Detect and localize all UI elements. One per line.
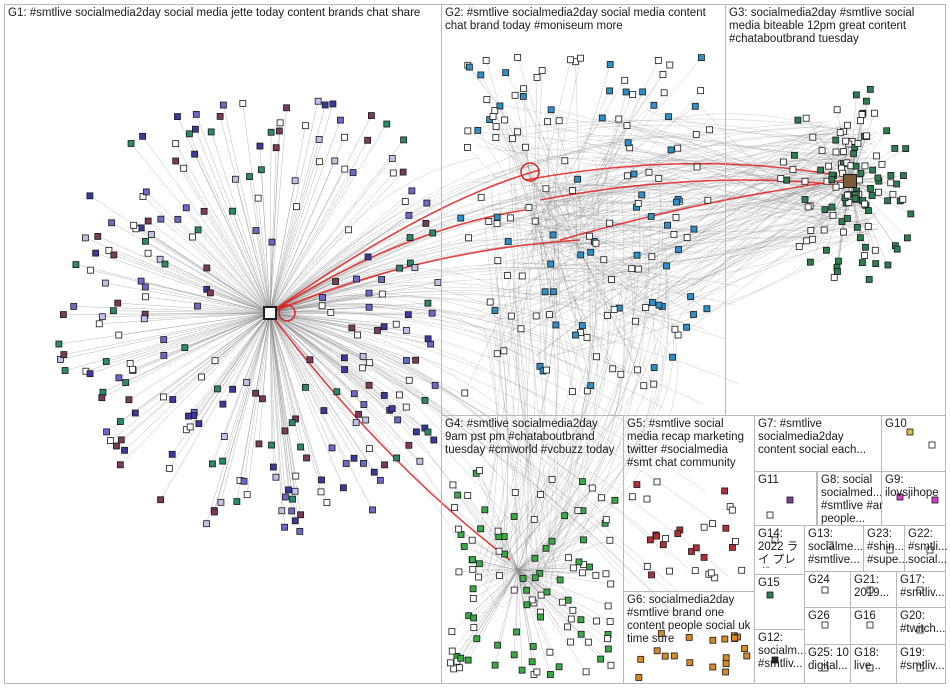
hub-node-socialmedia2day[interactable]	[263, 306, 277, 320]
group-g9: G9: ilovsjihope	[881, 471, 946, 526]
group-g20-label: G20: #twitch...	[900, 610, 947, 642]
group-g21-label: G21: 2019...	[854, 574, 898, 604]
group-g19-label: G19: #smtliv...	[900, 647, 947, 681]
group-g15-label: G15	[758, 577, 780, 590]
group-g14-label: G14: 2022 ライ プレボート...	[758, 528, 806, 568]
group-g23-label: G23: #shin... #supe...	[867, 528, 907, 568]
group-g2: G2: #smtlive socialmedia2day social medi…	[441, 4, 726, 416]
group-g24: G24	[804, 571, 851, 608]
group-g6: G6: socialmedia2day #smtlive brand one c…	[623, 591, 755, 684]
group-g12: G12: socialm... #smtliv...	[754, 629, 805, 684]
group-g5-label: G5: #smtlive social media recap marketin…	[627, 418, 755, 470]
group-g17: G17: #smtliv...	[896, 571, 946, 608]
group-g14: G14: 2022 ライ プレボート...	[754, 525, 805, 575]
group-g8-label: G8: social socialmed... #smtlive #ar peo…	[821, 474, 883, 526]
group-g25: G25: 10 digital...	[804, 644, 851, 684]
group-g4: G4: #smtlive socialmedia2day 9am pst pm …	[441, 415, 624, 684]
group-g26-label: G26	[808, 610, 830, 623]
group-g11-label: G11	[758, 474, 779, 487]
hub-node-biteable[interactable]	[843, 174, 857, 188]
group-g22-label: G22: #smtli... social...	[908, 528, 948, 568]
group-g12-label: G12: socialm... #smtliv...	[758, 632, 806, 672]
group-g3-label: G3: socialmedia2day #smtlive social medi…	[729, 7, 929, 46]
group-g25-label: G25: 10 digital...	[808, 647, 852, 681]
group-g10-label: G10	[885, 418, 907, 431]
group-g8: G8: social socialmed... #smtlive #ar peo…	[817, 471, 882, 526]
group-g11: G11	[754, 471, 817, 526]
group-g7: G7: #smtlive socialmedia2day content soc…	[754, 415, 882, 472]
group-g4-label: G4: #smtlive socialmedia2day 9am pst pm …	[445, 418, 623, 457]
group-g3: G3: socialmedia2day #smtlive social medi…	[725, 4, 946, 416]
group-g26: G26	[804, 607, 851, 645]
group-g13: G13: socialme... #smtlive...	[804, 525, 864, 572]
group-g5: G5: #smtlive social media recap marketin…	[623, 415, 755, 592]
group-g19: G19: #smtliv...	[896, 644, 946, 684]
group-g18-label: G18: live...	[854, 647, 898, 681]
group-g13-label: G13: socialme... #smtlive...	[808, 528, 864, 568]
group-g23: G23: #shin... #supe...	[863, 525, 905, 572]
group-g7-label: G7: #smtlive socialmedia2day content soc…	[758, 418, 876, 457]
group-g16-label: G16	[854, 610, 876, 623]
group-g1: G1: #smtlive socialmedia2day social medi…	[4, 4, 442, 684]
group-g20: G20: #twitch...	[896, 607, 946, 645]
group-g15: G15	[754, 574, 805, 630]
group-g24-label: G24	[808, 574, 830, 587]
group-g21: G21: 2019...	[850, 571, 897, 608]
group-g18: G18: live...	[850, 644, 897, 684]
group-g16: G16	[850, 607, 897, 645]
group-g2-label: G2: #smtlive socialmedia2day social medi…	[445, 7, 725, 33]
group-g6-label: G6: socialmedia2day #smtlive brand one c…	[627, 594, 757, 646]
group-g17-label: G17: #smtliv...	[900, 574, 947, 604]
group-g22: G22: #smtli... social...	[904, 525, 946, 572]
group-g1-label: G1: #smtlive socialmedia2day social medi…	[8, 7, 440, 20]
group-g9-label: G9: ilovsjihope	[885, 474, 947, 500]
group-g10: G10	[881, 415, 946, 472]
